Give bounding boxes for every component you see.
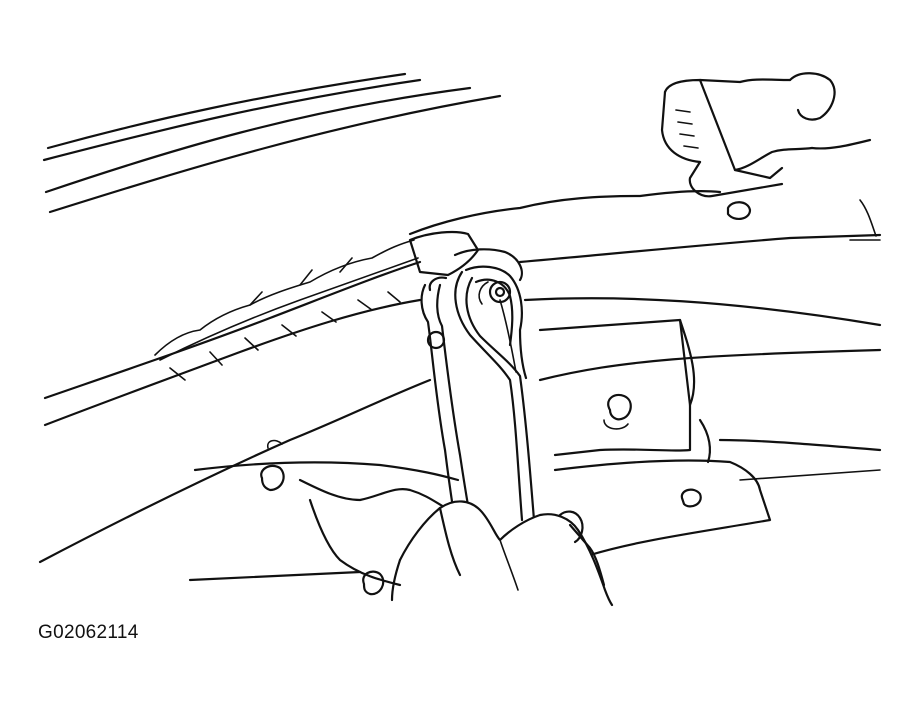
body-panel-lines	[42, 72, 502, 214]
frame-rail	[38, 190, 882, 564]
spring-seat	[553, 418, 882, 557]
figure-code: G02062114	[38, 622, 139, 643]
upper-bracket	[660, 72, 881, 241]
lower-frame	[188, 439, 460, 596]
shackle-bracket-plate	[538, 318, 696, 457]
hand	[390, 500, 614, 607]
